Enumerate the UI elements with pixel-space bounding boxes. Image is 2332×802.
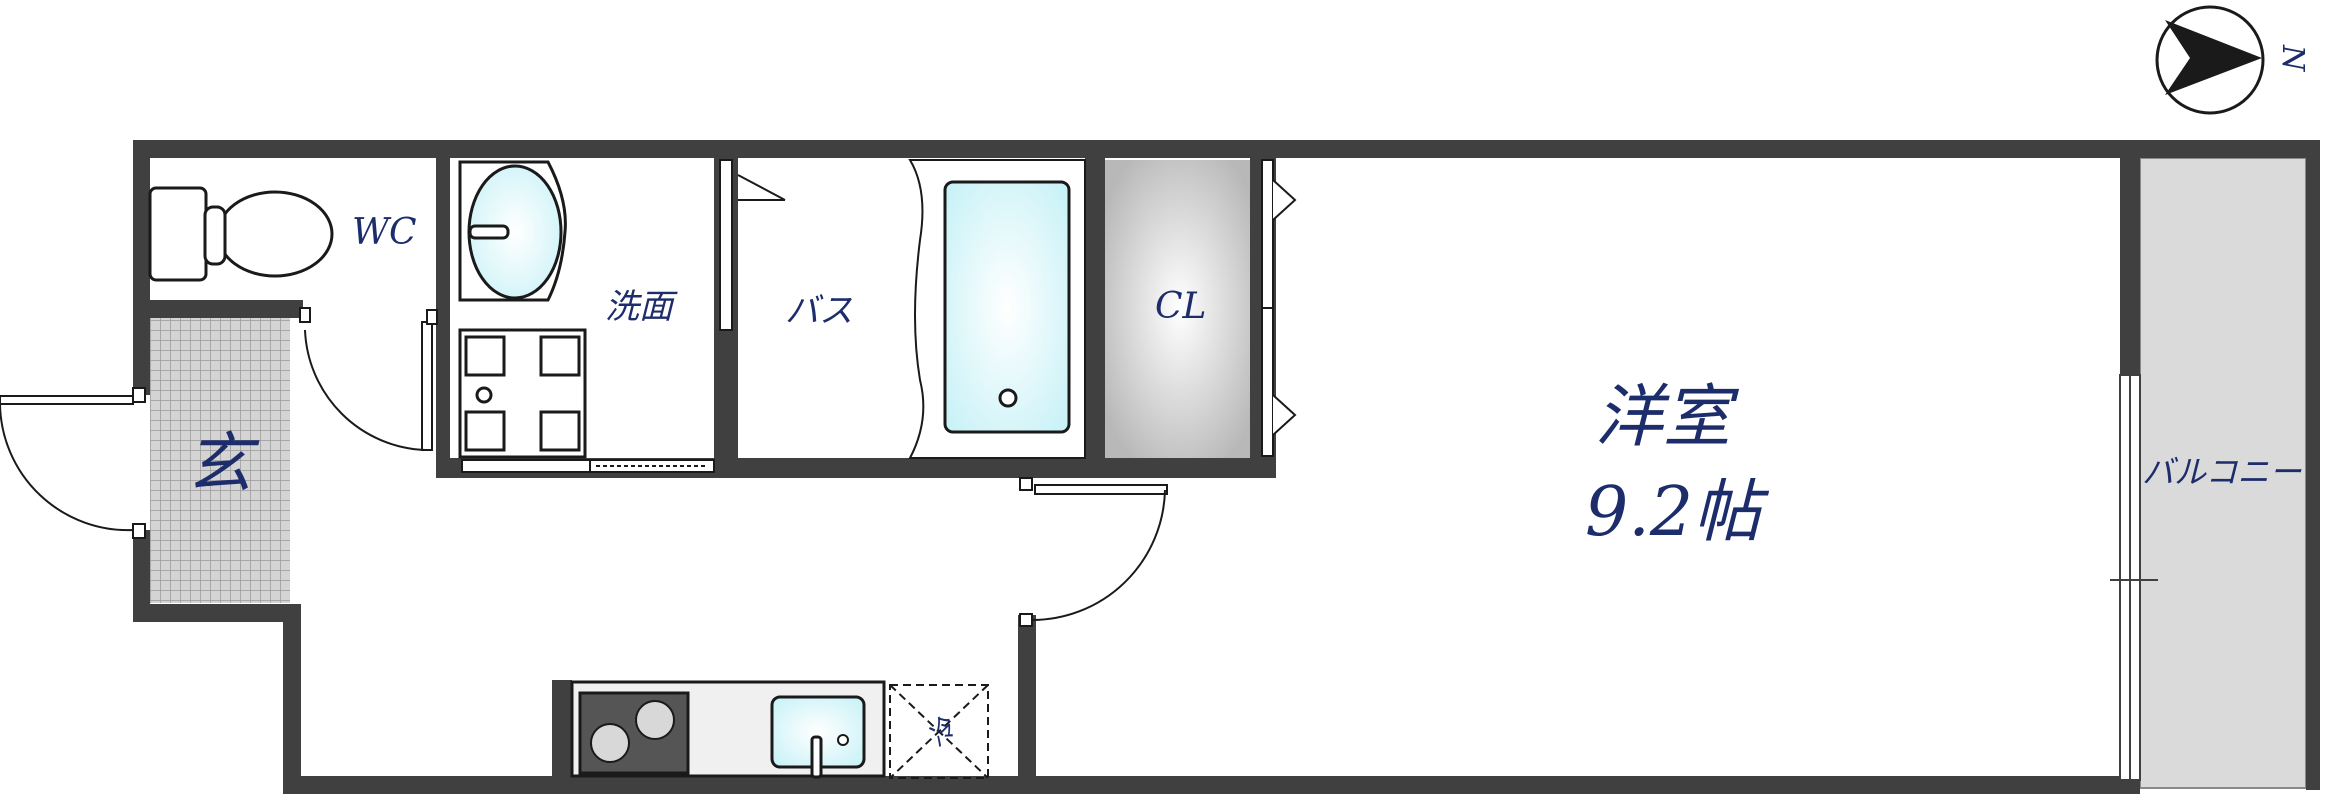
entrance-label: 玄 (186, 425, 260, 502)
kitchen-counter (570, 680, 886, 779)
compass-north-label: N (2275, 44, 2310, 73)
balcony-floor (2140, 158, 2306, 788)
washroom-label: 洗面 (605, 287, 678, 327)
closet-doors (1261, 159, 1297, 457)
balcony-label: バルコニー (2142, 453, 2302, 491)
western-room-size: 9.2帖 (1585, 473, 1770, 552)
wc-label: WC (352, 212, 417, 253)
toilet (148, 186, 334, 282)
wash-basin (458, 160, 567, 302)
closet-floor (1104, 160, 1256, 458)
washing-machine-pan (458, 328, 587, 459)
room-door (1019, 477, 1168, 627)
closet-label: CL (1155, 286, 1206, 327)
western-room-label: 洋室 (1595, 378, 1740, 457)
bath-door (719, 159, 786, 331)
compass-icon (2155, 5, 2265, 115)
washroom-door (461, 459, 715, 473)
entrance-floor (150, 318, 290, 603)
entrance-door (0, 387, 146, 539)
fridge-space (889, 684, 989, 779)
entrance-door-opening (133, 395, 150, 530)
wc-door (299, 307, 438, 451)
bath-label: バス (785, 291, 853, 331)
fridge-label: 冷 (922, 711, 963, 752)
bathtub (908, 159, 1086, 459)
